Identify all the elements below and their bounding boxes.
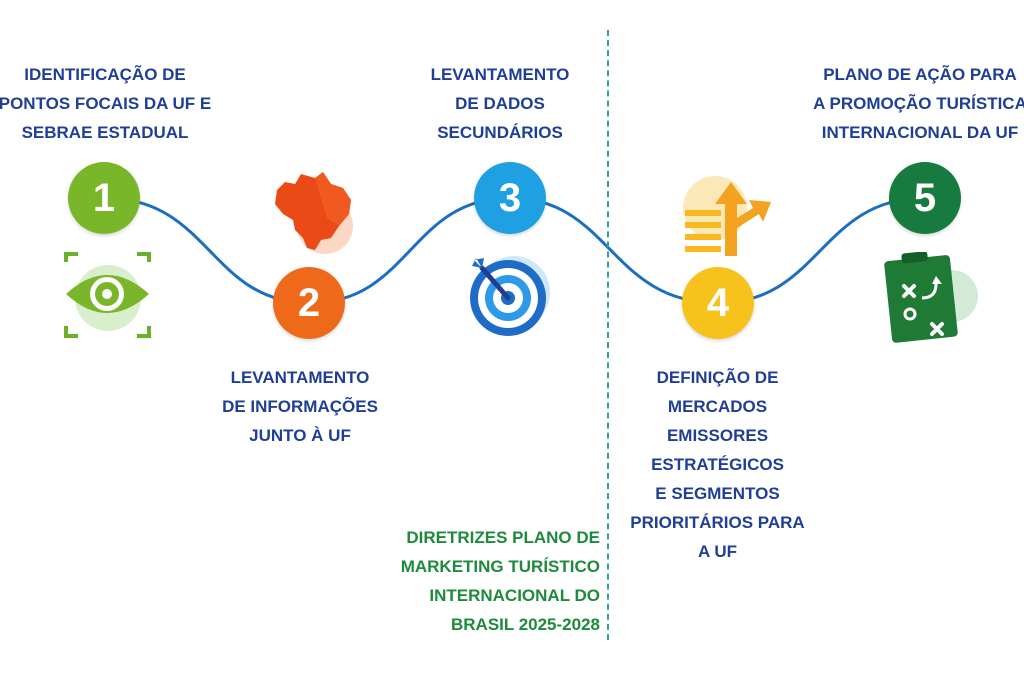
step-3-badge: 3 [474, 162, 546, 234]
step-4-badge: 4 [682, 267, 754, 339]
dashed-divider [607, 30, 609, 640]
step-3-label: LEVANTAMENTO DE DADOS SECUNDÁRIOS [430, 65, 570, 142]
step-5-label: PLANO DE AÇÃO PARA A PROMOÇÃO TURÍSTICA … [813, 65, 1024, 142]
step-2-label: LEVANTAMENTO DE INFORMAÇÕES JUNTO À UF [222, 368, 378, 445]
tactics-board-icon [884, 252, 978, 343]
step-5-badge: 5 [889, 162, 961, 234]
eye-scan-icon [64, 252, 151, 338]
step-2-badge: 2 [273, 267, 345, 339]
direction-arrows-icon [683, 176, 771, 256]
step-1-badge: 1 [68, 162, 140, 234]
step-4-label: DEFINIÇÃO DE MERCADOS EMISSORES ESTRATÉG… [630, 368, 805, 561]
brazil-map-icon [275, 172, 353, 254]
guidelines-label: DIRETRIZES PLANO DE MARKETING TURÍSTICO … [400, 528, 600, 634]
step-1-label: IDENTIFICAÇÃO DE PONTOS FOCAIS DA UF E S… [0, 65, 212, 142]
target-icon [470, 256, 550, 336]
